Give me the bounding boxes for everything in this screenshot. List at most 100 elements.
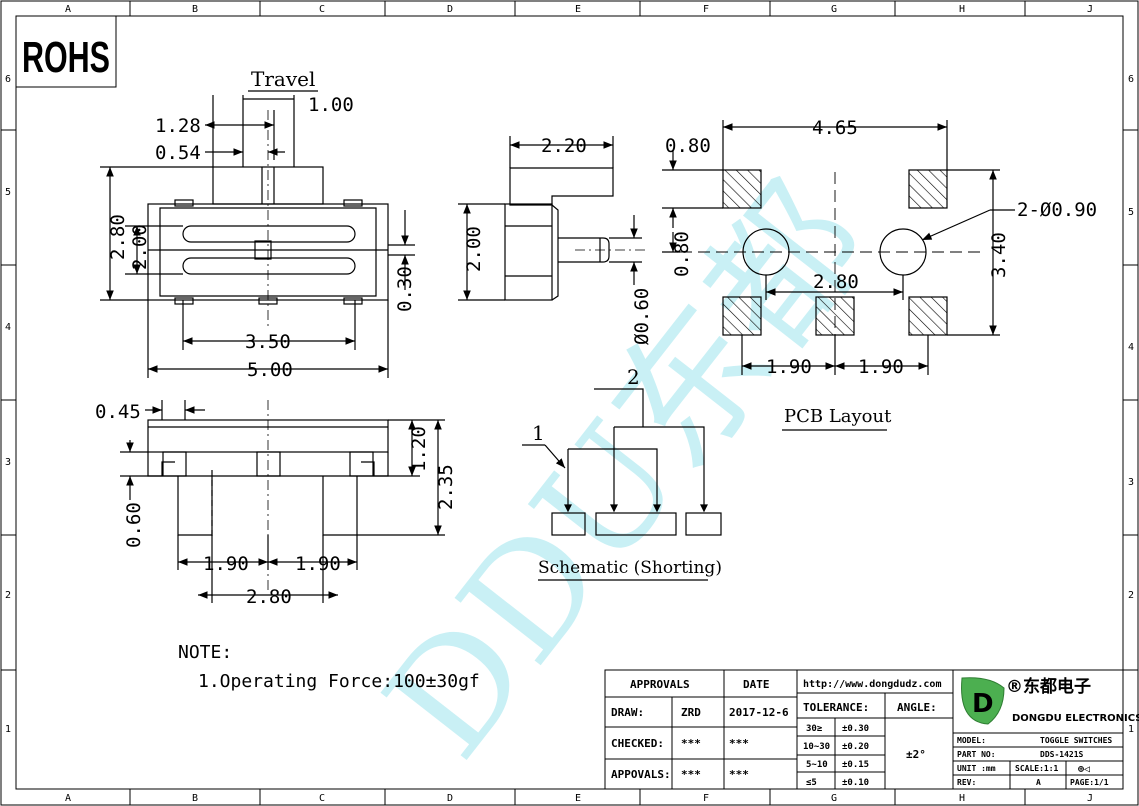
dim-1-20: 1.20 (408, 426, 430, 472)
dim-2-00-top: 2.00 (129, 224, 151, 270)
grid-col-a-bottom: A (65, 793, 71, 804)
website-url: http://www.dongdudz.com (803, 679, 941, 690)
pcb-layout-title: PCB Layout (784, 406, 892, 427)
approvals-date: *** (729, 768, 749, 781)
dim-0-30: 0.30 (394, 266, 416, 312)
pcb-layout (662, 120, 1015, 431)
rohs-stamp: ROHS (15, 15, 117, 88)
side-view (458, 136, 645, 301)
checked-name: *** (681, 737, 701, 750)
dim-dia-0-60: Ø0.60 (631, 288, 653, 345)
grid-col-b-top: B (192, 4, 198, 15)
tol-range-2: 10~30 (803, 742, 830, 752)
travel-title: Travel (251, 67, 315, 91)
scale-label: SCALE:1:1 (1015, 764, 1059, 773)
schematic-pin-1: 1 (532, 421, 545, 445)
tol-val-3: ±0.15 (842, 760, 869, 770)
grid-row-5-right: 5 (1128, 207, 1134, 218)
grid-row-3-left: 3 (5, 457, 11, 468)
dim-1-90-pcb-left: 1.90 (766, 356, 812, 378)
top-view: Travel (100, 67, 415, 378)
date-header: DATE (743, 678, 770, 691)
company-name-en: DONGDU ELECTRONICS (1012, 713, 1139, 724)
note-block: NOTE: 1.Operating Force:100±30gf (178, 642, 480, 692)
dim-2-80-pcb: 2.80 (813, 271, 859, 293)
grid-col-d-bottom: D (447, 793, 453, 804)
draw-name: ZRD (681, 706, 701, 719)
dim-0-80-offset: 0.80 (671, 231, 693, 277)
dim-1-28: 1.28 (155, 115, 201, 137)
dim-3-50: 3.50 (245, 331, 291, 353)
model-label: MODEL: (957, 736, 986, 745)
rev-value: A (1036, 778, 1041, 787)
grid-col-c-top: C (319, 4, 325, 15)
grid-col-b-bottom: B (192, 793, 198, 804)
grid-row-5-left: 5 (5, 187, 11, 198)
tol-val-1: ±0.30 (842, 724, 869, 734)
schematic-title: Schematic (Shorting) (538, 558, 722, 578)
dim-4-65: 4.65 (812, 117, 858, 139)
front-view-dimensions: 0.45 1.20 2.35 0.60 1.90 1.90 2.80 (95, 401, 457, 608)
svg-text:D: D (972, 689, 994, 719)
angle-header: ANGLE: (897, 701, 937, 714)
grid-col-h-top: H (959, 4, 965, 15)
tolerance-header: TOLERANCE: (803, 701, 869, 714)
grid-row-4-right: 4 (1128, 342, 1134, 353)
tol-range-1: 30≥ (806, 724, 823, 734)
dim-2-00-side: 2.00 (463, 226, 485, 272)
tol-val-2: ±0.20 (842, 742, 869, 752)
schematic-labels: 1 2 Schematic (Shorting) (532, 365, 722, 578)
draw-label: DRAW: (611, 706, 644, 719)
dim-2-80-front: 2.80 (246, 586, 292, 608)
grid-row-4-left: 4 (5, 322, 11, 333)
grid-col-f-top: F (703, 4, 709, 15)
dim-3-40: 3.40 (988, 232, 1010, 278)
grid-row-6-left: 6 (5, 74, 11, 85)
angle-value: ±2° (906, 748, 926, 761)
side-view-dimensions: 2.20 2.00 Ø0.60 (463, 135, 653, 345)
grid-labels: A B C D E F G H J A B C D E F G H J 6 5 … (5, 4, 1134, 804)
approvals-header: APPROVALS (630, 678, 690, 691)
grid-row-3-right: 3 (1128, 477, 1134, 488)
company-logo: D (961, 677, 1005, 725)
grid-col-c-bottom: C (319, 793, 325, 804)
unit-label: UNIT :mm (957, 764, 996, 773)
dim-2-20: 2.20 (541, 135, 587, 157)
model-value: TOGGLE SWITCHES (1040, 736, 1112, 745)
approvals-label: APPOVALS: (611, 768, 671, 781)
note-line-1: 1.Operating Force:100±30gf (198, 671, 480, 692)
dim-2-35: 2.35 (435, 464, 457, 510)
grid-col-g-bottom: G (831, 793, 837, 804)
dim-2-80-top: 2.80 (107, 214, 129, 260)
schematic (522, 388, 722, 581)
dim-0-54: 0.54 (155, 142, 201, 164)
grid-col-j-bottom: J (1087, 793, 1093, 804)
schematic-pin-2: 2 (627, 365, 640, 389)
grid-col-j-top: J (1087, 4, 1093, 15)
dim-1-00: 1.00 (308, 94, 354, 116)
grid-col-h-bottom: H (959, 793, 965, 804)
checked-label: CHECKED: (611, 737, 664, 750)
tol-range-4: ≤5 (806, 778, 817, 788)
grid-col-e-top: E (575, 4, 581, 15)
approvals-name: *** (681, 768, 701, 781)
rohs-label: ROHS (22, 33, 110, 82)
grid-row-2-right: 2 (1128, 590, 1134, 601)
grid-row-1-left: 1 (5, 724, 11, 735)
grid-col-e-bottom: E (575, 793, 581, 804)
grid-col-a-top: A (65, 4, 71, 15)
tol-range-3: 5~10 (806, 760, 828, 770)
dim-5-00: 5.00 (247, 359, 293, 381)
title-block-text: APPROVALS DATE http://www.dongdudz.com D… (611, 676, 1139, 788)
part-no-value: DDS-1421S (1040, 750, 1084, 759)
dim-1-90-front-left: 1.90 (203, 553, 249, 575)
grid-row-1-right: 1 (1128, 724, 1134, 735)
note-title: NOTE: (178, 642, 232, 663)
dim-0-80-pad: 0.80 (665, 135, 711, 157)
grid-row-6-right: 6 (1128, 74, 1134, 85)
company-name-cn: ®东都电子 (1006, 676, 1091, 697)
grid-col-d-top: D (447, 4, 453, 15)
pcb-dimensions: 4.65 0.80 0.80 2-Ø0.90 3.40 2.80 1.90 1.… (665, 117, 1097, 427)
